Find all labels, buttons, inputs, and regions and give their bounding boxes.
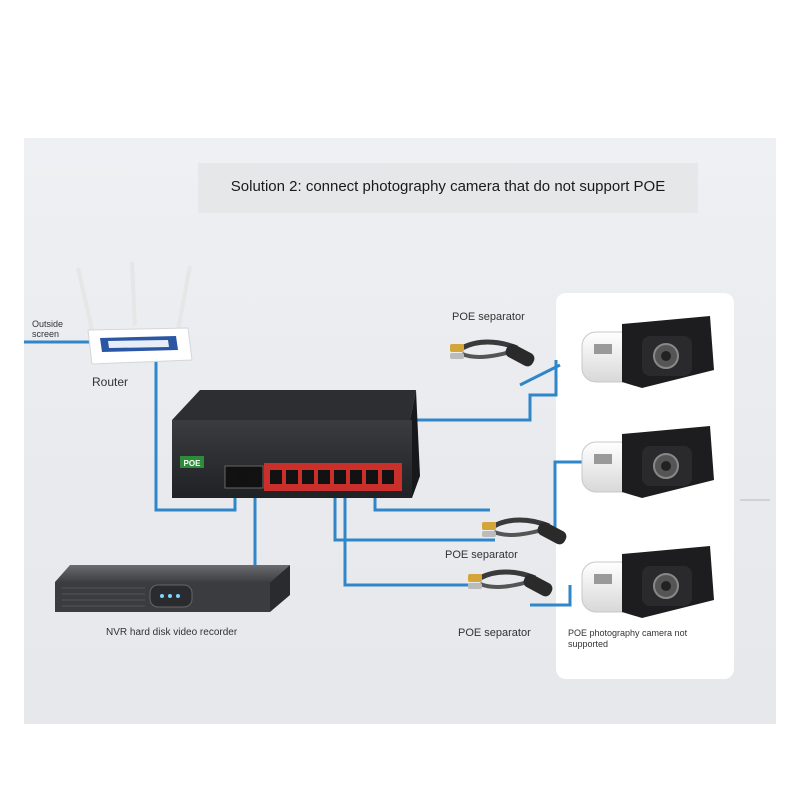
- separator-middle-label: POE separator: [445, 549, 518, 561]
- diagram-title: Solution 2: connect photography camera t…: [230, 178, 666, 195]
- cable-separator-bottom-to-camera: [333, 485, 495, 542]
- poe-separator-top: [450, 342, 536, 368]
- poe-separator-bottom: [468, 572, 554, 598]
- outside-label-line1: Outside: [32, 319, 64, 329]
- poe-switch-device: [172, 390, 420, 498]
- camera-label-line2: supported: [568, 639, 609, 649]
- nvr-device: [55, 565, 290, 612]
- camera-label-line1: POE photography camera not: [568, 628, 688, 638]
- camera-bottom: [581, 545, 715, 619]
- switch-badge-label: POE: [184, 459, 202, 468]
- cable-separator-top-to-camera: [519, 363, 561, 387]
- cable-separator-bottom-out: [530, 585, 572, 607]
- outside-label-line2: screen: [32, 329, 60, 339]
- nvr-label: NVR hard disk video recorder: [106, 627, 238, 638]
- title-banner: [198, 163, 698, 213]
- separator-bottom-label: POE separator: [458, 627, 531, 639]
- camera-top: [581, 315, 715, 389]
- router-label: Router: [92, 375, 129, 389]
- cable-router-to-switch: [154, 360, 237, 512]
- separator-top-label: POE separator: [452, 311, 525, 323]
- poe-badge: [180, 456, 204, 468]
- camera-middle: [581, 425, 715, 499]
- cable-switch-to-separator-bottom: [343, 485, 470, 587]
- router-device: [76, 261, 193, 365]
